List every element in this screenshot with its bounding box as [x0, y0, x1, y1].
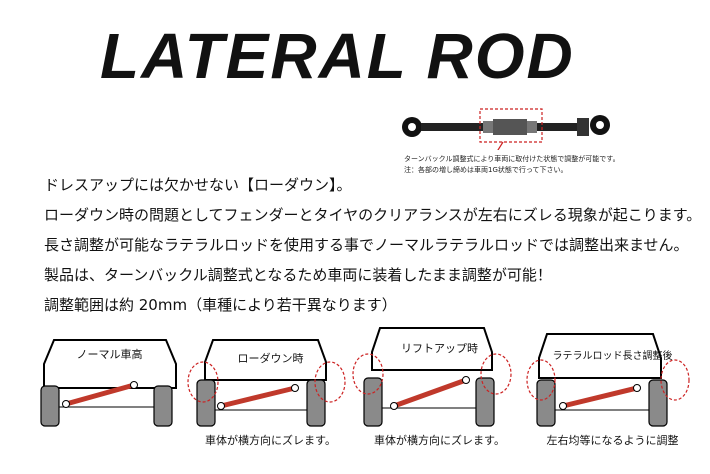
description-line-3: 長さ調整が可能なラテラルロッドを使用する事でノーマルラテラルロッドでは調整出来ま… [44, 236, 689, 254]
panel-label-adjusted: ラテラルロッド長さ調整後 [552, 351, 673, 362]
car-diagram-normal [40, 339, 177, 427]
panel-caption-lowered: 車体が横方向にズレます。 [205, 434, 336, 447]
diagram-adjusted: ラテラルロッド長さ調整後 左右均等になるように調整 [525, 322, 700, 472]
panel-caption-adjusted: 左右均等になるように調整 [546, 434, 679, 447]
diagram-lowered: ローダウン時 車体が横方向にズレます。 [183, 322, 358, 472]
car-diagram-adjusted [526, 333, 690, 427]
description-line-1: ドレスアップには欠かせない【ローダウン】。 [44, 176, 352, 194]
rod-note-line-2: 注：各部の増し締めは車両1G状態で行って下さい。 [404, 166, 568, 174]
description: ドレスアップには欠かせない【ローダウン】。 ローダウン時の問題としてフェンダーと… [44, 170, 702, 320]
car-diagram-lowered [187, 339, 346, 427]
diagram-normal-height: ノーマル車高 [30, 322, 205, 472]
rod-note-line-1: ターンバックル調整式により車両に取付けた状態で調整が可能です。 [404, 155, 620, 163]
panel-label-normal: ノーマル車高 [76, 348, 143, 361]
diagram-lift-up: リフトアップ時 車体が横方向にズレます。 [352, 322, 527, 472]
page-title: LATERAL ROD [100, 20, 575, 92]
description-line-2: ローダウン時の問題としてフェンダーとタイヤのクリアランスが左右にズレる現象が起こ… [44, 206, 702, 224]
rod-note: ターンバックル調整式により車両に取付けた状態で調整が可能です。 注：各部の増し締… [404, 154, 684, 176]
panel-label-lowered: ローダウン時 [237, 352, 304, 365]
panel-label-lift-up: リフトアップ時 [401, 342, 478, 355]
description-line-5: 調整範囲は約 20mm（車種により若干異なります） [44, 296, 397, 314]
lateral-rod-illustration [402, 108, 610, 150]
panel-caption-lift-up: 車体が横方向にズレます。 [374, 434, 505, 447]
description-line-4: 製品は、ターンバックル調整式となるため車両に装着したまま調整が可能！ [44, 266, 552, 284]
car-diagram-lifted [352, 327, 512, 427]
